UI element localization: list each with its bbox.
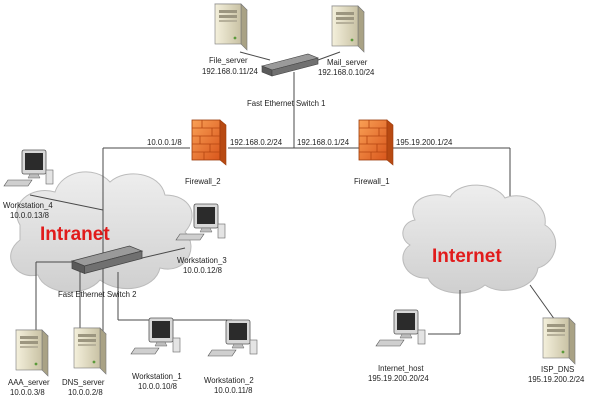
switch-1-label: Fast Ethernet Switch 1: [247, 99, 325, 108]
workstation-4-ip: 10.0.0.13/8: [10, 211, 49, 220]
internet-label: Internet: [432, 246, 502, 267]
workstation-4-name: Workstation_4: [3, 201, 53, 210]
firewall-2-icon[interactable]: [191, 119, 227, 166]
workstation-3-ip: 10.0.0.12/8: [183, 266, 222, 275]
file-server-name: File_server: [209, 56, 248, 65]
aaa-server-icon[interactable]: [15, 329, 49, 377]
isp-dns-server-icon[interactable]: [542, 317, 576, 365]
workstation-3-name: Workstation_3: [177, 256, 227, 265]
internet-host-icon[interactable]: [375, 309, 426, 347]
firewall-1-icon[interactable]: [358, 119, 394, 166]
internet-host-name: Internet_host: [378, 364, 424, 373]
workstation-1-icon[interactable]: [130, 317, 181, 355]
mail-server-icon[interactable]: [331, 5, 365, 53]
firewall-1-label: Firewall_1: [354, 177, 390, 186]
isp-dns-ip: 195.19.200.2/24: [528, 375, 585, 384]
file-server-ip: 192.168.0.11/24: [202, 67, 258, 76]
intranet-label: Intranet: [40, 224, 110, 245]
aaa-server-name: AAA_server: [8, 378, 50, 387]
aaa-server-ip: 10.0.0.3/8: [10, 388, 45, 397]
switch-2-label: Fast Ethernet Switch 2: [58, 290, 136, 299]
workstation-4-icon[interactable]: [3, 149, 54, 187]
workstation-1-ip: 10.0.0.10/8: [138, 382, 177, 391]
workstation-2-name: Workstation_2: [204, 376, 254, 385]
link-fw2-right: 192.168.0.2/24: [230, 138, 283, 147]
link-fw1-left: 192.168.0.1/24: [297, 138, 350, 147]
workstation-1-name: Workstation_1: [132, 372, 182, 381]
workstation-2-icon[interactable]: [207, 319, 258, 357]
dns-server-ip: 10.0.0.2/8: [68, 388, 103, 397]
file-server-icon[interactable]: [214, 3, 248, 51]
switch-1-icon[interactable]: [261, 53, 319, 77]
workstation-2-ip: 10.0.0.11/8: [214, 386, 252, 395]
link-fw2-left: 10.0.0.1/8: [147, 138, 182, 147]
mail-server-name: Mail_server: [327, 58, 368, 67]
internet-cloud: [402, 184, 557, 294]
dns-server-name: DNS_server: [62, 378, 105, 387]
isp-dns-name: ISP_DNS: [541, 365, 574, 374]
link-fw1-right: 195.19.200.1/24: [396, 138, 453, 147]
mail-server-ip: 192.168.0.10/24: [318, 68, 375, 77]
firewall-2-label: Firewall_2: [185, 177, 221, 186]
dns-server-icon[interactable]: [73, 327, 107, 375]
internet-host-ip: 195.19.200.20/24: [368, 374, 429, 383]
